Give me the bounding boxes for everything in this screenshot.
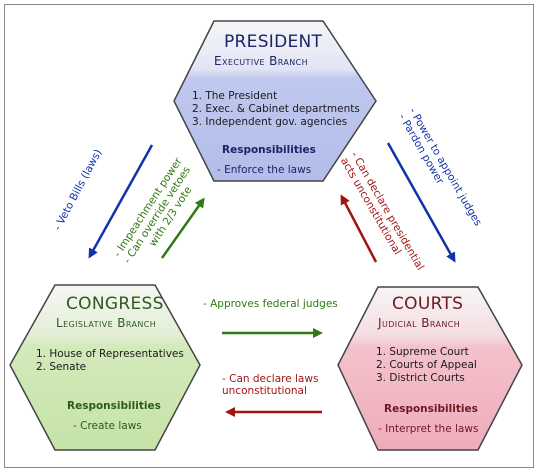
impeach-arrow — [160, 197, 205, 259]
declare-laws-line-2: unconstitutional — [222, 385, 307, 397]
president-resp: - Enforce the laws — [217, 164, 312, 176]
appoint-arrow — [386, 142, 456, 263]
congress-hexagon — [9, 284, 201, 451]
courts-resp: - Interpret the laws — [378, 423, 479, 435]
president-item-3: 3. Independent gov. agencies — [192, 116, 348, 128]
president-resp-heading: Responsibilities — [222, 144, 316, 156]
president-hexagon — [173, 20, 377, 182]
courts-resp-heading: Responsibilities — [384, 403, 478, 415]
approve-judges-label: - Approves federal judges — [203, 298, 338, 310]
congress-item-1: 1. House of Representatives — [36, 348, 184, 360]
courts-item-3: 3. District Courts — [376, 372, 465, 384]
veto-arrow — [88, 144, 154, 259]
president-item-2: 2. Exec. & Cabinet departments — [192, 103, 360, 115]
frame-border — [4, 4, 534, 468]
president-item-1: 1. The President — [192, 90, 278, 102]
courts-item-1: 1. Supreme Court — [376, 346, 469, 358]
congress-resp: - Create laws — [73, 420, 142, 432]
declare-laws-line-1: - Can declare laws — [222, 373, 319, 385]
congress-title: CONGRESS — [66, 294, 164, 314]
congress-resp-heading: Responsibilities — [67, 400, 161, 412]
declare-laws-label: - Can declare laws unconstitutional — [222, 373, 318, 397]
president-subtitle: Executive Branch — [214, 54, 309, 68]
declare-pres-arrow — [340, 194, 378, 263]
congress-item-2: 2. Senate — [36, 361, 87, 373]
courts-item-2: 2. Courts of Appeal — [376, 359, 477, 371]
congress-subtitle: Legislative Branch — [56, 316, 157, 330]
courts-hexagon — [337, 286, 523, 451]
president-title: PRESIDENT — [224, 32, 323, 52]
courts-subtitle: Judicial Branch — [378, 316, 461, 330]
courts-title: COURTS — [392, 294, 464, 314]
